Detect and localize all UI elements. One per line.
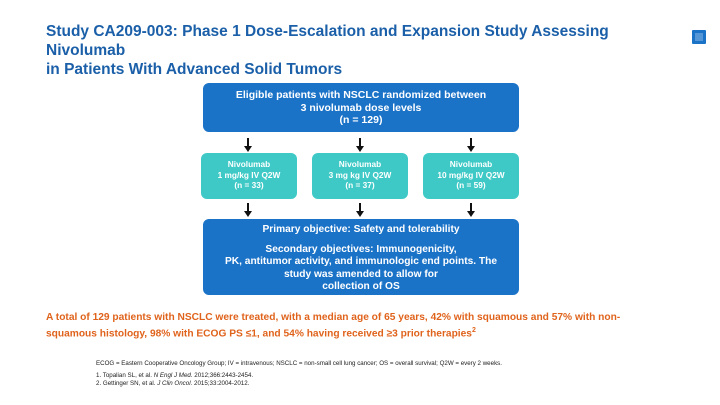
- enrollment-line-1: Eligible patients with NSCLC randomized …: [235, 89, 487, 101]
- reference-2: 2. Gettinger SN, et al. J Clin Oncol. 20…: [96, 380, 696, 389]
- summary-line-2: squamous histology, 98% with ECOG PS ≤1,…: [46, 327, 472, 339]
- secondary-objective-line-4: collection of OS: [322, 280, 400, 292]
- logo-icon: [692, 30, 706, 44]
- enrollment-count: (n = 129): [339, 114, 383, 126]
- arm-1-name: Nivolumab: [227, 159, 271, 169]
- secondary-objective-line-3: study was amended to allow for: [284, 268, 438, 280]
- arm-3-count: (n = 59): [456, 180, 486, 190]
- arm-2-name: Nivolumab: [338, 159, 382, 169]
- enrollment-box: Eligible patients with NSCLC randomized …: [203, 83, 519, 132]
- reference-2-citation: 2015;33:2004-2012.: [192, 380, 250, 387]
- arm-3-box: Nivolumab 10 mg/kg IV Q2W (n = 59): [423, 153, 519, 199]
- title-line-2: in Patients With Advanced Solid Tumors: [46, 61, 343, 78]
- reference-2-journal: J Clin Oncol.: [157, 380, 193, 387]
- arm-1-count: (n = 33): [234, 180, 264, 190]
- reference-1-authors: 1. Topalian SL, et al.: [96, 371, 154, 379]
- secondary-objective-line-1: Secondary objectives: Immunogenicity,: [265, 244, 457, 256]
- arm-1-dose: 1 mg/kg IV Q2W: [217, 169, 281, 180]
- footnotes: ECOG = Eastern Cooperative Oncology Grou…: [96, 360, 696, 389]
- summary-line-1: A total of 129 patients with NSCLC were …: [46, 312, 621, 323]
- reference-1-citation: 2012;366:2443-2454.: [192, 371, 254, 379]
- arm-3-name: Nivolumab: [449, 159, 493, 169]
- arm-3-dose: 10 mg/kg IV Q2W: [437, 169, 505, 180]
- arm-2-count: (n = 37): [345, 180, 375, 190]
- arm-2-dose: 3 mg kg IV Q2W: [328, 169, 392, 180]
- arm-2-box: Nivolumab 3 mg kg IV Q2W (n = 37): [312, 153, 408, 199]
- reference-2-authors: 2. Gettinger SN, et al.: [96, 380, 158, 387]
- title-line-1: Study CA209-003: Phase 1 Dose-Escalation…: [46, 23, 609, 59]
- reference-1: 1. Topalian SL, et al. N Engl J Med. 201…: [96, 372, 696, 381]
- slide-title: Study CA209-003: Phase 1 Dose-Escalation…: [46, 22, 686, 79]
- summary-text: A total of 129 patients with NSCLC were …: [46, 312, 686, 340]
- reference-1-journal: N Engl J Med.: [153, 371, 193, 379]
- objectives-box: Primary objective: Safety and tolerabili…: [203, 219, 519, 295]
- summary-reference: 2: [471, 326, 476, 334]
- arm-1-box: Nivolumab 1 mg/kg IV Q2W (n = 33): [201, 153, 297, 199]
- enrollment-line-2: 3 nivolumab dose levels: [300, 101, 422, 114]
- secondary-objective-line-2: PK, antitumor activity, and immunologic …: [224, 256, 498, 268]
- primary-objective: Primary objective: Safety and tolerabili…: [262, 224, 460, 235]
- abbreviations: ECOG = Eastern Cooperative Oncology Grou…: [96, 360, 502, 367]
